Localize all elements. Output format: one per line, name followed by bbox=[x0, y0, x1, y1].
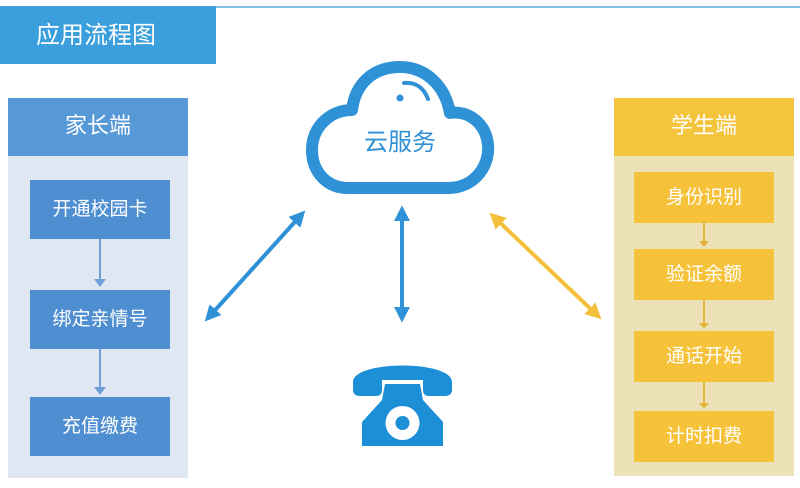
student-flow-connector bbox=[703, 300, 705, 323]
cloud-service-label: 云服务 bbox=[364, 128, 436, 156]
title-underline bbox=[215, 6, 800, 8]
page-title: 应用流程图 bbox=[0, 6, 216, 64]
cloud-icon bbox=[306, 61, 495, 194]
student-panel-header: 学生端 bbox=[614, 98, 794, 156]
parent-step-open-card: 开通校园卡 bbox=[30, 180, 170, 239]
parent-flow-connector bbox=[99, 349, 101, 387]
student-flow-arrowhead bbox=[699, 241, 709, 247]
parent-step-bind-number: 绑定亲情号 bbox=[30, 290, 170, 349]
arrow-parent-cloud bbox=[204, 210, 306, 322]
student-step-check-balance: 验证余额 bbox=[634, 249, 774, 300]
parent-flow-arrowhead bbox=[94, 279, 106, 287]
telephone-icon bbox=[353, 365, 452, 446]
parent-flow-connector bbox=[99, 239, 101, 279]
student-flow-connector bbox=[703, 382, 705, 403]
arrow-cloud-student bbox=[489, 212, 602, 320]
parent-step-recharge: 充值缴费 bbox=[30, 397, 170, 456]
parent-flow-arrowhead bbox=[94, 387, 106, 395]
student-step-call-start: 通话开始 bbox=[634, 331, 774, 382]
student-flow-arrowhead bbox=[699, 403, 709, 409]
student-step-billing: 计时扣费 bbox=[634, 411, 774, 462]
parent-panel-header: 家长端 bbox=[8, 98, 188, 156]
student-step-identify: 身份识别 bbox=[634, 172, 774, 223]
student-flow-arrowhead bbox=[699, 323, 709, 329]
student-flow-connector bbox=[703, 223, 705, 241]
